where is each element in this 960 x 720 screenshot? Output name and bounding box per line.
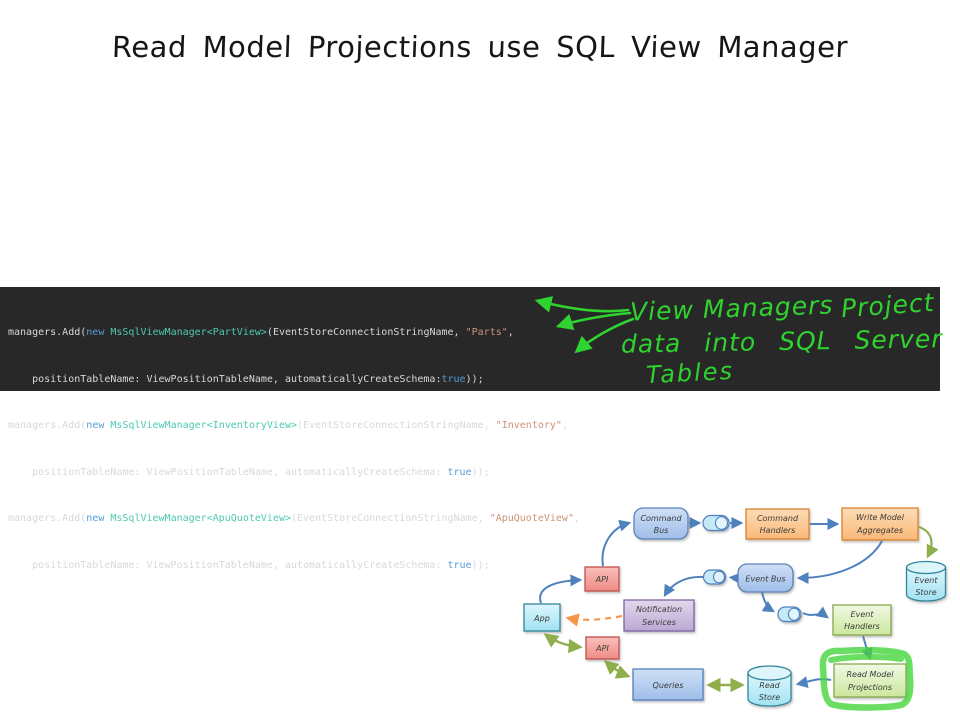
svg-text:Event: Event bbox=[915, 576, 939, 585]
code-line: positionTableName: ViewPositionTableName… bbox=[8, 466, 490, 478]
queue-icon-notification bbox=[702, 569, 727, 585]
arrow-queue3-to-event-handlers bbox=[802, 606, 829, 619]
svg-text:Aggregates: Aggregates bbox=[856, 526, 903, 535]
svg-text:Store: Store bbox=[915, 588, 936, 597]
node-event-handlers: Event Handlers bbox=[832, 604, 892, 636]
code-block: managers.Add(new MsSqlViewManager<PartVi… bbox=[0, 287, 940, 571]
node-api-bottom: API bbox=[585, 636, 620, 660]
arrow-aggregates-to-event-store bbox=[918, 525, 939, 559]
code-line: positionTableName: ViewPositionTableName… bbox=[8, 559, 490, 571]
arrow-notification-to-app-dashed bbox=[565, 613, 623, 627]
node-app: App bbox=[523, 603, 561, 632]
node-notification-services: Notification Services bbox=[623, 599, 695, 632]
svg-text:Event Bus: Event Bus bbox=[745, 575, 785, 584]
node-read-model-projections: Read Model Projections bbox=[833, 663, 907, 698]
svg-text:Write Model: Write Model bbox=[856, 513, 905, 522]
svg-text:Handlers: Handlers bbox=[760, 526, 796, 535]
arrow-aggregates-to-event-bus bbox=[796, 540, 883, 584]
code-line: managers.Add(new MsSqlViewManager<ApuQuo… bbox=[8, 513, 581, 524]
arrow-queries-api-bottom bbox=[603, 660, 631, 679]
svg-text:Command: Command bbox=[640, 514, 682, 523]
arrow-app-to-api-top bbox=[539, 574, 583, 604]
svg-text:API: API bbox=[595, 644, 609, 653]
svg-text:Command: Command bbox=[757, 514, 799, 523]
node-api-top: API bbox=[584, 566, 620, 592]
node-command-bus: Command Bus bbox=[633, 507, 689, 540]
code-line: positionTableName: ViewPositionTableName… bbox=[8, 373, 484, 385]
svg-text:Queries: Queries bbox=[653, 681, 684, 690]
svg-text:App: App bbox=[533, 614, 550, 623]
svg-text:Projections: Projections bbox=[848, 683, 892, 692]
diagram-connectors bbox=[539, 517, 939, 693]
arrow-event-bus-to-queue3 bbox=[761, 591, 776, 613]
svg-text:Services: Services bbox=[642, 618, 676, 627]
svg-text:Read: Read bbox=[759, 681, 780, 690]
annotation-arrow-apuquote bbox=[574, 317, 635, 354]
code-line: managers.Add(new MsSqlViewManager<Invent… bbox=[8, 420, 568, 431]
code-line: managers.Add(new MsSqlViewManager<PartVi… bbox=[8, 327, 514, 338]
arrow-event-bus-to-queue2 bbox=[728, 572, 742, 585]
svg-text:Bus: Bus bbox=[654, 526, 669, 535]
annotation-arrow-parts bbox=[534, 296, 630, 313]
node-event-store-cylinder: Event Store bbox=[905, 560, 947, 602]
annotation-arrow-inventory bbox=[555, 311, 632, 330]
svg-text:Handlers: Handlers bbox=[844, 622, 880, 631]
arrow-queue2-to-notification bbox=[663, 575, 704, 598]
queue-icon-event-handlers bbox=[777, 606, 802, 623]
node-write-model-aggregates: Write Model Aggregates bbox=[841, 507, 919, 541]
arrow-api-to-command-bus bbox=[601, 519, 632, 567]
arrow-projections-to-read-store bbox=[795, 676, 832, 688]
svg-text:Notification: Notification bbox=[636, 605, 682, 614]
highlight-marker bbox=[819, 646, 914, 711]
svg-text:API: API bbox=[595, 575, 609, 584]
node-queries: Queries bbox=[632, 668, 704, 701]
node-read-store-cylinder: Read Store bbox=[747, 665, 792, 707]
node-command-handlers: Command Handlers bbox=[745, 508, 810, 540]
arrow-api-bottom-app bbox=[543, 633, 583, 654]
node-event-bus: Event Bus bbox=[737, 563, 794, 593]
svg-text:Read Model: Read Model bbox=[846, 670, 894, 679]
svg-text:Event: Event bbox=[851, 610, 875, 619]
svg-text:Store: Store bbox=[759, 693, 780, 702]
queue-icon-command bbox=[702, 514, 730, 532]
